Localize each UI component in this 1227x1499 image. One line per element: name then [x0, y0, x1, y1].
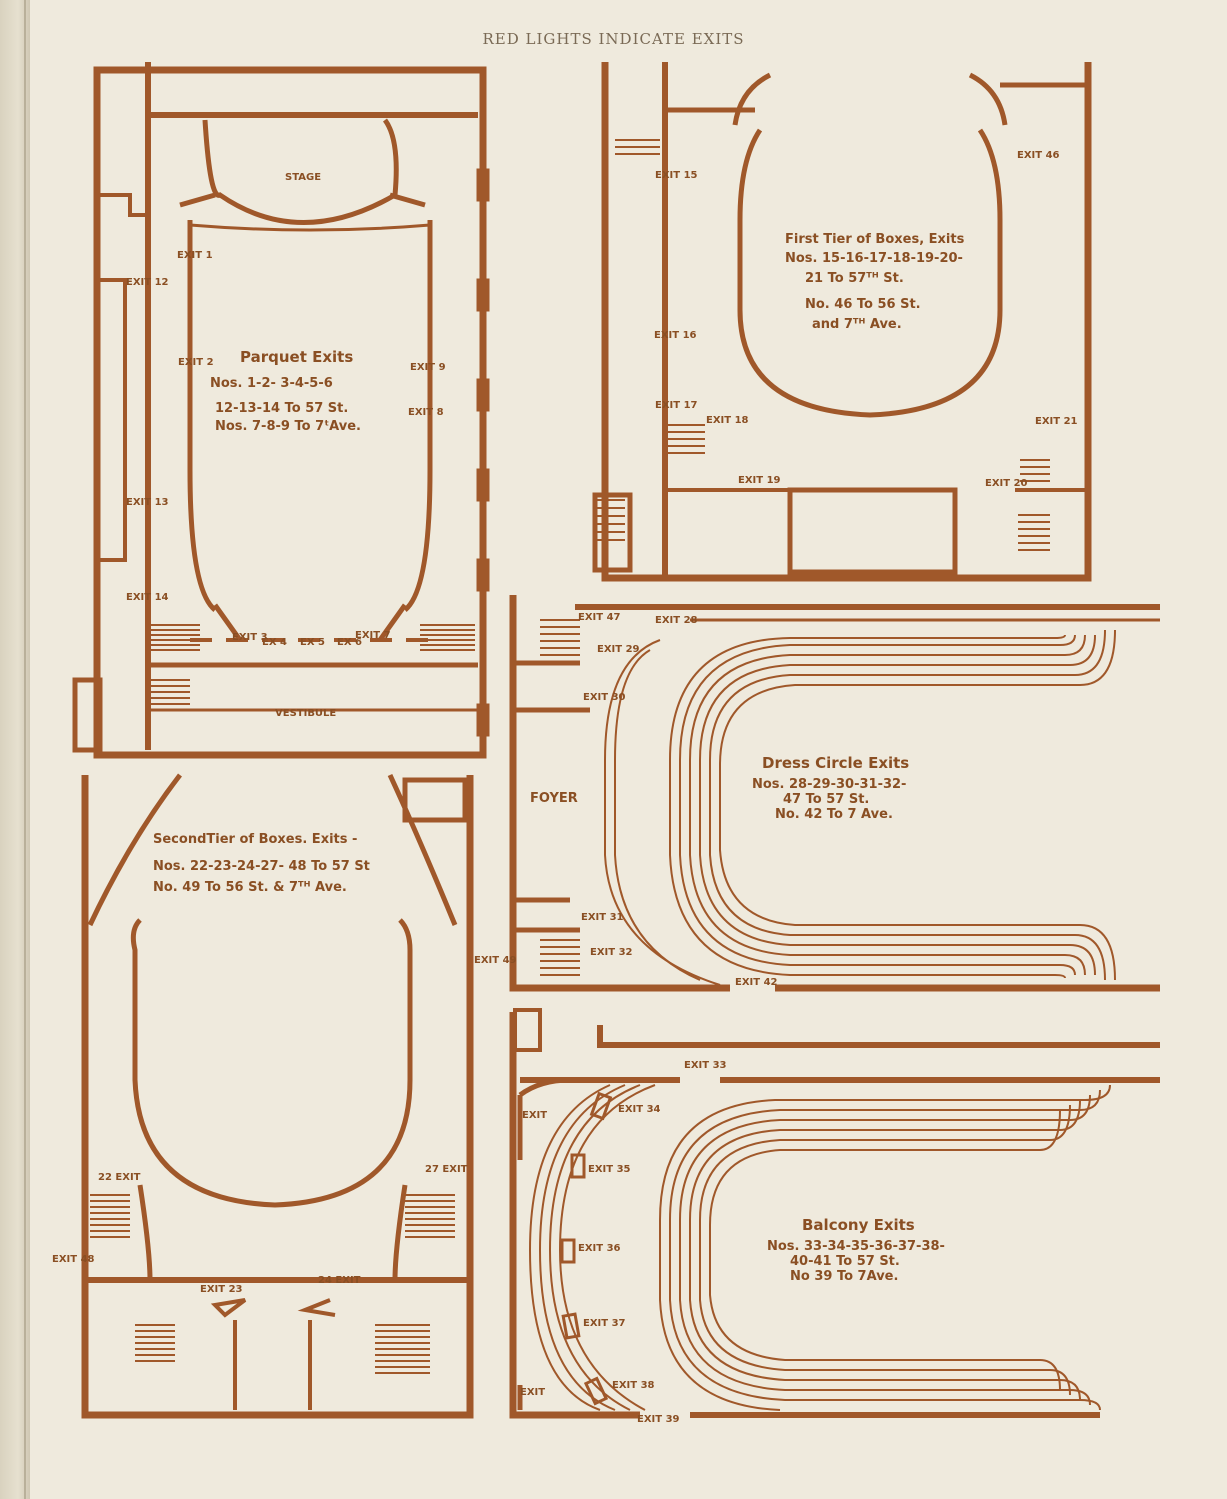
balcony-line2: 40-41 To 57 St. — [790, 1254, 900, 1269]
exit-label: EX 4 — [262, 637, 287, 648]
exit-label: EXIT 32 — [590, 947, 633, 958]
exit-label: EXIT 20 — [985, 478, 1028, 489]
vestibule-label: VESTIBULE — [275, 708, 336, 719]
dress-circle-line3: No. 42 To 7 Ave. — [775, 807, 893, 822]
exit-label: EXIT 8 — [408, 407, 444, 418]
foyer-label: FOYER — [530, 791, 578, 806]
exit-label: EXIT 13 — [126, 497, 169, 508]
exit-label: EXIT 31 — [581, 912, 624, 923]
exit-label: EXIT 42 — [735, 977, 778, 988]
exit-label: EXIT 36 — [578, 1243, 621, 1254]
exit-label: EXIT 7 — [355, 630, 391, 641]
exit-label: EXIT 2 — [178, 357, 214, 368]
page-sheet — [30, 0, 1227, 1499]
stage-label: STAGE — [285, 172, 321, 183]
exit-label: EXIT 39 — [637, 1414, 680, 1425]
exit-label: EX 6 — [337, 637, 362, 648]
exit-label: EXIT 38 — [612, 1380, 655, 1391]
exit-label: EXIT 28 — [655, 615, 698, 626]
exit-label: EXIT 18 — [706, 415, 749, 426]
exit-label: EXIT 46 — [1017, 150, 1060, 161]
balcony-line3: No 39 To 7Ave. — [790, 1269, 898, 1284]
first-tier-title: First Tier of Boxes, Exits — [785, 232, 965, 247]
first-tier-line4: and 7ᵀᴴ Ave. — [812, 317, 902, 332]
exit-label: EXIT 33 — [684, 1060, 727, 1071]
parquet-plan — [72, 62, 490, 759]
second-tier-line2: No. 49 To 56 St. & 7ᵀᴴ Ave. — [153, 880, 347, 895]
exit-label: EXIT 16 — [654, 330, 697, 341]
exit-label: EX 5 — [300, 637, 325, 648]
dress-circle-rows — [604, 629, 1116, 986]
parquet-line3: Nos. 7-8-9 To 7ᵗAve. — [215, 419, 361, 434]
dress-circle-line1: Nos. 28-29-30-31-32- — [752, 777, 906, 792]
first-tier-line2: 21 To 57ᵀᴴ St. — [805, 271, 904, 286]
exit-label: EXIT 15 — [655, 170, 698, 181]
exit-label: EXIT 17 — [655, 400, 698, 411]
exit-label: EXIT 19 — [738, 475, 781, 486]
exit-label: EXIT 3 — [232, 632, 268, 643]
exit-label: 24 EXIT — [318, 1275, 361, 1286]
exit-label: EXIT 34 — [618, 1104, 661, 1115]
dress-circle-plan — [509, 595, 1160, 992]
first-tier-plan — [592, 62, 1092, 582]
exit-label: EXIT 37 — [583, 1318, 626, 1329]
balcony-line1: Nos. 33-34-35-36-37-38- — [767, 1239, 945, 1254]
exit-label: EXIT — [520, 1387, 545, 1398]
page-gutter — [0, 0, 30, 1499]
exit-label: EXIT 21 — [1035, 416, 1078, 427]
balcony-plan — [509, 1008, 1160, 1419]
first-tier-line1: Nos. 15-16-17-18-19-20- — [785, 251, 963, 266]
parquet-line2: 12-13-14 To 57 St. — [215, 401, 348, 416]
exit-label: EXIT 1 — [177, 250, 213, 261]
exit-label: EXIT — [522, 1110, 547, 1121]
exit-label: EXIT 35 — [588, 1164, 631, 1175]
second-tier-line1: Nos. 22-23-24-27- 48 To 57 St — [153, 859, 370, 874]
exit-label: EXIT 12 — [126, 277, 169, 288]
exit-label: 22 EXIT — [98, 1172, 141, 1183]
exit-label: EXIT 9 — [410, 362, 446, 373]
binding-line — [24, 0, 26, 1499]
exit-label: EXIT 29 — [597, 644, 640, 655]
exit-label: EXIT 47 — [578, 612, 621, 623]
parquet-title: Parquet Exits — [240, 348, 353, 366]
exit-label: EXIT 30 — [583, 692, 626, 703]
exit-label: EXIT 49 — [474, 955, 517, 966]
exit-label: EXIT 14 — [126, 592, 169, 603]
exit-label: EXIT 23 — [200, 1284, 243, 1295]
first-tier-line3: No. 46 To 56 St. — [805, 297, 921, 312]
second-tier-title: SecondTier of Boxes. Exits - — [153, 832, 357, 847]
exit-label: 27 EXIT — [425, 1164, 468, 1175]
parquet-line1: Nos. 1-2- 3-4-5-6 — [210, 376, 333, 391]
second-tier-plan — [81, 773, 474, 1419]
balcony-title: Balcony Exits — [802, 1216, 915, 1234]
balcony-rows — [528, 1084, 1111, 1411]
dress-circle-title: Dress Circle Exits — [762, 754, 909, 772]
page-header: RED LIGHTS INDICATE EXITS — [482, 30, 745, 48]
dress-circle-line2: 47 To 57 St. — [783, 792, 869, 807]
exit-label: EXIT 48 — [52, 1254, 95, 1265]
